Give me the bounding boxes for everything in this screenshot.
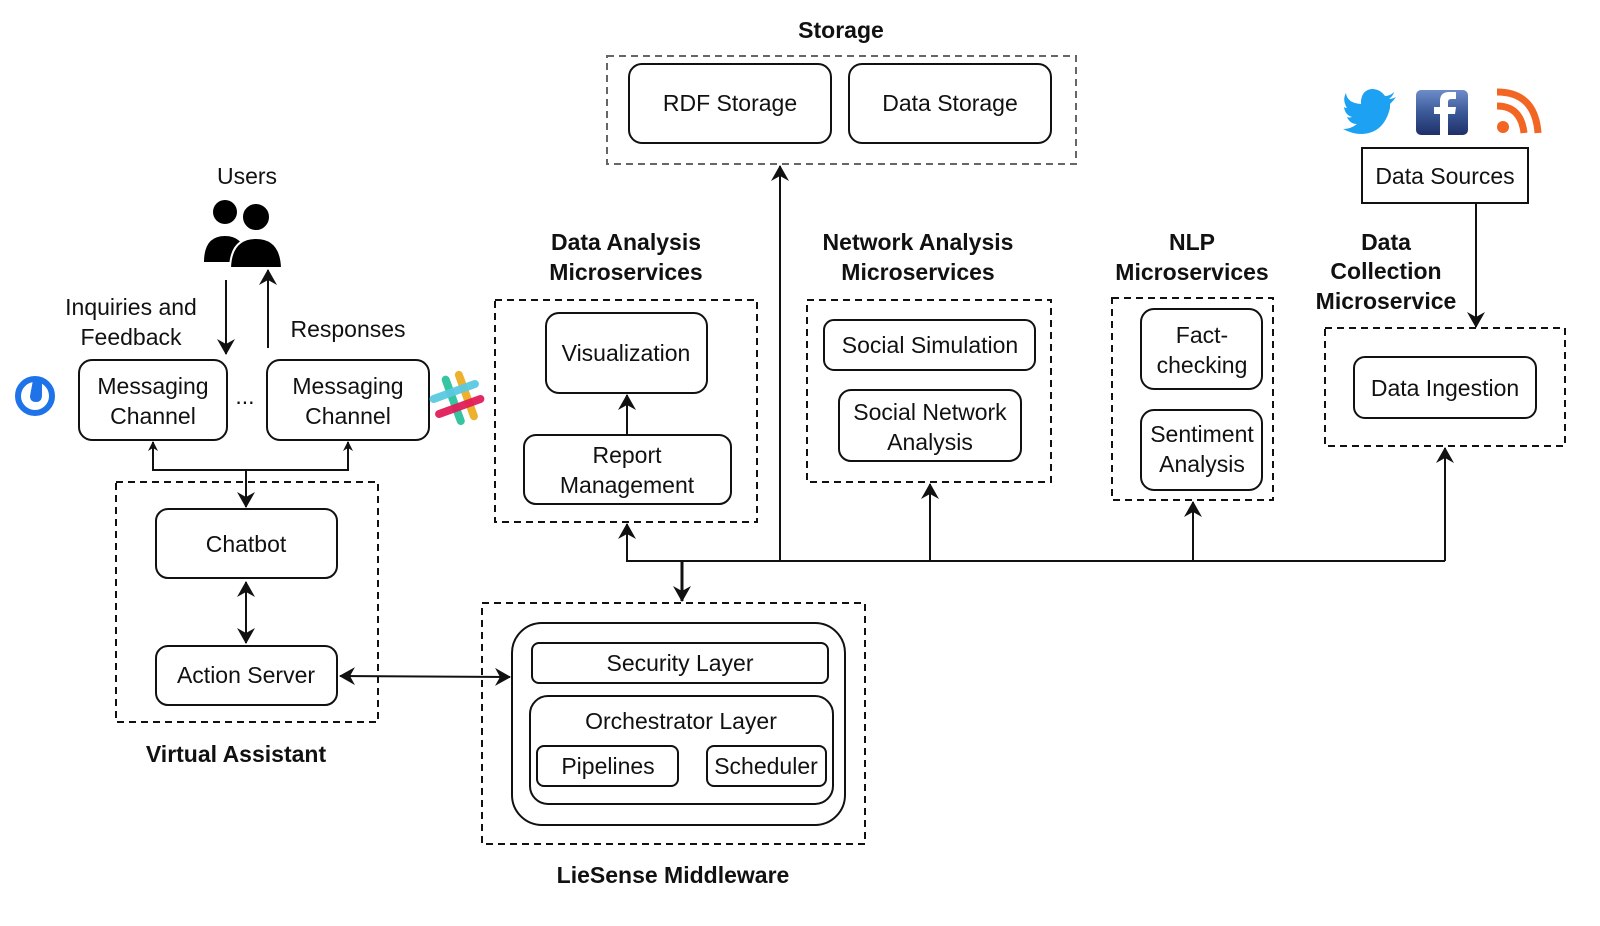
network-analysis-group: Network Analysis Microservices Social Si… [806,229,1052,483]
action-server-box[interactable] [155,645,338,706]
responses-label: Responses [290,316,405,342]
fact-checking-line2: checking [1157,352,1248,378]
data-storage-label: Data Storage [882,90,1018,116]
data-sources-box[interactable] [1361,147,1529,204]
rss-icon [1496,88,1542,134]
social-simulation-box[interactable] [823,319,1036,371]
middleware-group: Security Layer Orchestrator Layer Pipeli… [481,602,866,888]
data-collection-title-line3: Microservice [1316,288,1457,314]
users-icon [204,200,284,269]
middleware-title: LieSense Middleware [557,862,790,888]
data-analysis-group: Data Analysis Microservices Visualizatio… [494,229,758,523]
virtual-assistant-group: Chatbot Action Server Virtual Assistant [115,481,379,767]
messaging-channel-left-line2: Channel [110,403,196,429]
data-ingestion-label: Data Ingestion [1371,375,1519,401]
data-collection-container [1324,327,1566,447]
rdf-storage-box[interactable] [628,63,832,144]
storage-title: Storage [798,17,884,43]
channel-bus [152,444,349,471]
social-simulation-label: Social Simulation [842,332,1018,358]
data-analysis-title-line1: Data Analysis [551,229,701,255]
orchestrator-layer-label: Orchestrator Layer [585,708,777,734]
middleware-bus [618,165,1454,602]
report-management-line1: Report [592,442,662,468]
messaging-channel-right[interactable] [266,359,430,441]
messaging-channels: Messaging Channel ... Messaging Channel [15,359,485,441]
report-management-line2: Management [560,472,695,498]
data-collection-title-line1: Data [1361,229,1411,255]
slack-icon [429,370,485,426]
inquiries-label-line2: Feedback [80,324,182,350]
sentiment-analysis-line2: Analysis [1159,451,1245,477]
scheduler-box[interactable] [706,745,827,787]
data-collection-title-line2: Collection [1330,258,1441,284]
nlp-title-line1: NLP [1169,229,1215,255]
inquiries-label-line1: Inquiries and [65,294,197,320]
social-network-analysis-box[interactable] [838,389,1022,462]
messaging-channel-left-line1: Messaging [97,373,208,399]
security-layer-label: Security Layer [606,650,753,676]
users-title: Users [217,163,277,189]
fact-checking-box[interactable] [1140,308,1263,390]
data-sources-group: Data Sources [1343,88,1542,328]
report-management-box[interactable] [523,434,732,505]
action-middleware-arrow [339,667,511,686]
visualization-label: Visualization [562,340,691,366]
nlp-group: NLP Microservices Fact- checking Sentime… [1111,229,1274,501]
nlp-container [1111,297,1274,501]
nlp-title-line2: Microservices [1115,259,1268,285]
storage-container [606,55,1077,165]
virtual-assistant-title: Virtual Assistant [146,741,327,767]
channel-ellipsis: ... [235,383,254,409]
messaging-channel-right-line2: Channel [305,403,391,429]
pipelines-box[interactable] [536,745,679,787]
data-analysis-container [494,299,758,523]
chatbot-box[interactable] [155,508,338,579]
data-ingestion-box[interactable] [1353,356,1537,419]
data-storage-box[interactable] [848,63,1052,144]
messaging-channel-left[interactable] [78,359,228,441]
mattermost-icon [15,376,55,416]
facebook-icon [1416,90,1468,135]
chatbot-label: Chatbot [206,531,287,557]
sna-line2: Analysis [887,429,973,455]
rdf-storage-label: RDF Storage [663,90,797,116]
sentiment-analysis-box[interactable] [1140,409,1263,491]
visualization-box[interactable] [545,312,708,394]
pipelines-label: Pipelines [561,753,654,779]
data-sources-label: Data Sources [1375,163,1514,189]
network-analysis-title-line2: Microservices [841,259,994,285]
sentiment-analysis-line1: Sentiment [1150,421,1254,447]
network-analysis-title-line1: Network Analysis [823,229,1014,255]
channel-chatbot-connector [148,441,353,508]
data-collection-group: Data Collection Microservice Data Ingest… [1316,229,1566,447]
storage-group: Storage RDF Storage Data Storage [606,17,1077,165]
action-server-label: Action Server [177,662,315,688]
security-layer-box[interactable] [531,642,829,684]
network-analysis-container [806,299,1052,483]
data-analysis-title-line2: Microservices [549,259,702,285]
bus-to-data-analysis [618,523,682,562]
messaging-channel-right-line1: Messaging [292,373,403,399]
fact-checking-line1: Fact- [1176,322,1228,348]
sna-line1: Social Network [853,399,1007,425]
twitter-icon [1343,89,1396,134]
scheduler-label: Scheduler [714,753,818,779]
users-group: Users Inquiries and Feedback Responses [65,163,406,355]
